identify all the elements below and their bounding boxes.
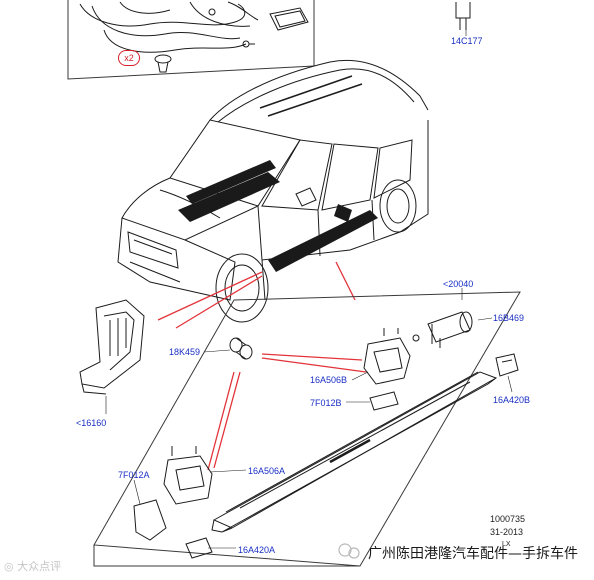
callout-20040: <20040 — [443, 279, 474, 289]
grommet — [269, 7, 309, 31]
cap-7f012b — [369, 391, 399, 411]
callout-7f012b: 7F012B — [310, 398, 342, 408]
running-board-end — [334, 204, 352, 222]
callout-leaders — [105, 28, 513, 549]
leader-lines — [157, 261, 367, 471]
wiring-harness — [79, 1, 259, 53]
watermark-icon — [338, 543, 360, 559]
watermark-left: ◎ 大众点评 — [4, 560, 62, 573]
connector-14c177 — [455, 2, 471, 30]
callout-7f012a: 7F012A — [118, 470, 150, 480]
upper-detail-panel — [67, 0, 315, 80]
callout-16a506b: 16A506B — [310, 375, 348, 385]
bracket-16a506b — [363, 328, 411, 385]
callout-16a506a: 16A506A — [248, 466, 286, 476]
reference-date: 31-2013 — [490, 527, 524, 537]
callout-16a420a: 16A420A — [238, 545, 276, 555]
cap-7f012a — [133, 499, 167, 541]
reference-code: LX — [502, 541, 511, 548]
motor-16b469 — [412, 311, 473, 348]
callout-16b469: 16B469 — [493, 313, 525, 323]
callout-14c177: 14C177 — [451, 36, 483, 46]
bracket-16160 — [79, 299, 145, 395]
vehicle-illustration — [117, 59, 429, 323]
running-board-far-top — [186, 160, 276, 204]
reference-number: 1000735 — [490, 514, 526, 524]
clip-16a420a — [185, 537, 213, 559]
clip-16a420b — [495, 353, 519, 377]
bushing-18k459 — [229, 337, 253, 360]
watermark-left-icon: ◎ — [4, 560, 18, 573]
running-board-near-side — [268, 210, 378, 272]
callout-16160: <16160 — [76, 418, 107, 428]
step-board — [211, 371, 498, 533]
running-board-far-side — [178, 172, 280, 222]
push-clip-x2 — [154, 54, 172, 73]
callout-16a420b: 16A420B — [493, 395, 531, 405]
callout-18k459: 18K459 — [169, 347, 201, 357]
bracket-16a506a — [163, 446, 213, 505]
exploded-view-panel — [93, 291, 521, 567]
watermark-right: 广州陈田港隆汽车配件—手拆车件 — [368, 546, 578, 562]
quantity-badge: x2 — [118, 50, 140, 66]
